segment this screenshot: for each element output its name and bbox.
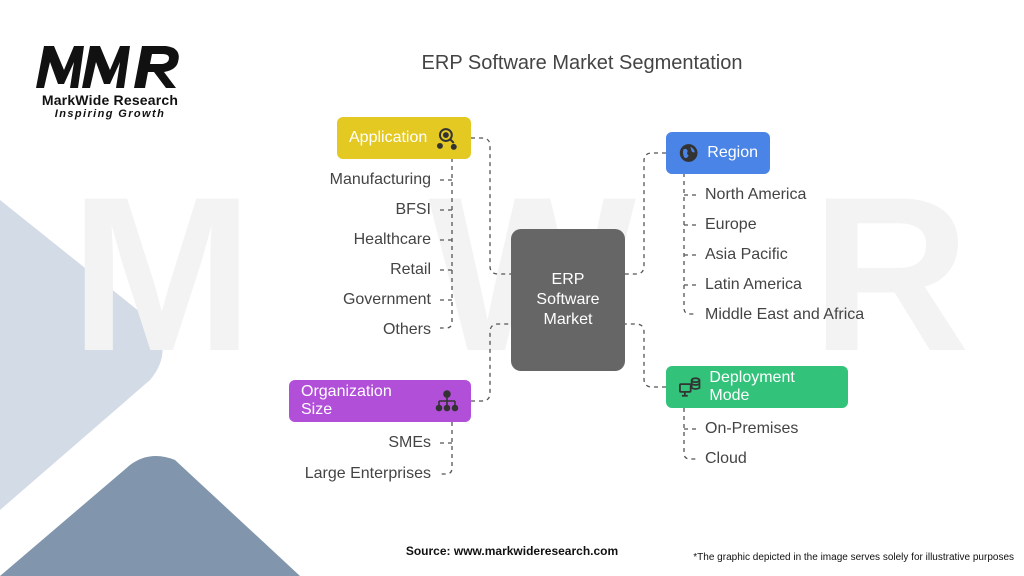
background-shape-upper bbox=[0, 200, 163, 510]
category-application: Application bbox=[337, 117, 471, 159]
organization-item-large-enterprises: Large Enterprises bbox=[304, 465, 431, 482]
application-item-manufacturing: Manufacturing bbox=[329, 171, 431, 188]
region-item-latin-america: Latin America bbox=[705, 276, 802, 293]
application-item-others: Others bbox=[382, 321, 431, 338]
background-shape-lower bbox=[0, 456, 300, 576]
category-deployment-mode: Deployment Mode bbox=[666, 366, 848, 408]
connector-organization-items bbox=[440, 422, 453, 475]
deployment-item-cloud: Cloud bbox=[705, 450, 747, 467]
mwr-logo-mark bbox=[36, 46, 179, 88]
application-item-healthcare: Healthcare bbox=[353, 231, 431, 248]
brand-tagline: Inspiring Growth bbox=[54, 108, 166, 120]
search-people-icon bbox=[437, 128, 458, 150]
connector-organization bbox=[471, 323, 511, 402]
category-organization-size: Organization Size bbox=[289, 380, 471, 422]
brand-logo: MarkWide Research Inspiring Growth bbox=[30, 40, 190, 122]
center-node-label: ERP Software Market bbox=[536, 271, 600, 328]
disclaimer-note: *The graphic depicted in the image serve… bbox=[693, 552, 1014, 563]
source-note: Source: www.markwideresearch.com bbox=[405, 544, 619, 558]
connector-region-items bbox=[683, 173, 696, 315]
center-node: ERP Software Market bbox=[511, 229, 625, 371]
connector-deployment-items bbox=[683, 408, 696, 460]
category-application-label: Application bbox=[349, 129, 428, 146]
application-item-government: Government bbox=[342, 291, 431, 308]
region-item-europe: Europe bbox=[705, 216, 757, 233]
globe-icon bbox=[679, 144, 698, 162]
connector-application-items bbox=[440, 158, 453, 329]
region-item-north-america: North America bbox=[705, 186, 807, 203]
application-item-bfsi: BFSI bbox=[395, 201, 431, 218]
region-item-asia-pacific: Asia Pacific bbox=[705, 246, 788, 263]
connector-region bbox=[625, 152, 666, 275]
org-chart-icon bbox=[435, 390, 459, 412]
brand-name: MarkWide Research bbox=[41, 92, 179, 108]
connector-application bbox=[471, 137, 511, 275]
category-region-label: Region bbox=[707, 144, 758, 161]
category-deployment-mode-label: Deployment Mode bbox=[709, 369, 795, 404]
category-organization-size-label: Organization Size bbox=[301, 383, 392, 418]
server-computer-icon bbox=[679, 377, 701, 397]
region-item-middle-east-africa: Middle East and Africa bbox=[705, 306, 865, 323]
application-item-retail: Retail bbox=[390, 261, 431, 278]
deployment-item-on-premises: On-Premises bbox=[705, 420, 799, 437]
connector-deployment bbox=[625, 323, 666, 388]
diagram-title: ERP Software Market Segmentation bbox=[421, 52, 743, 74]
category-region: Region bbox=[666, 132, 770, 174]
organization-item-smes: SMEs bbox=[388, 434, 431, 451]
